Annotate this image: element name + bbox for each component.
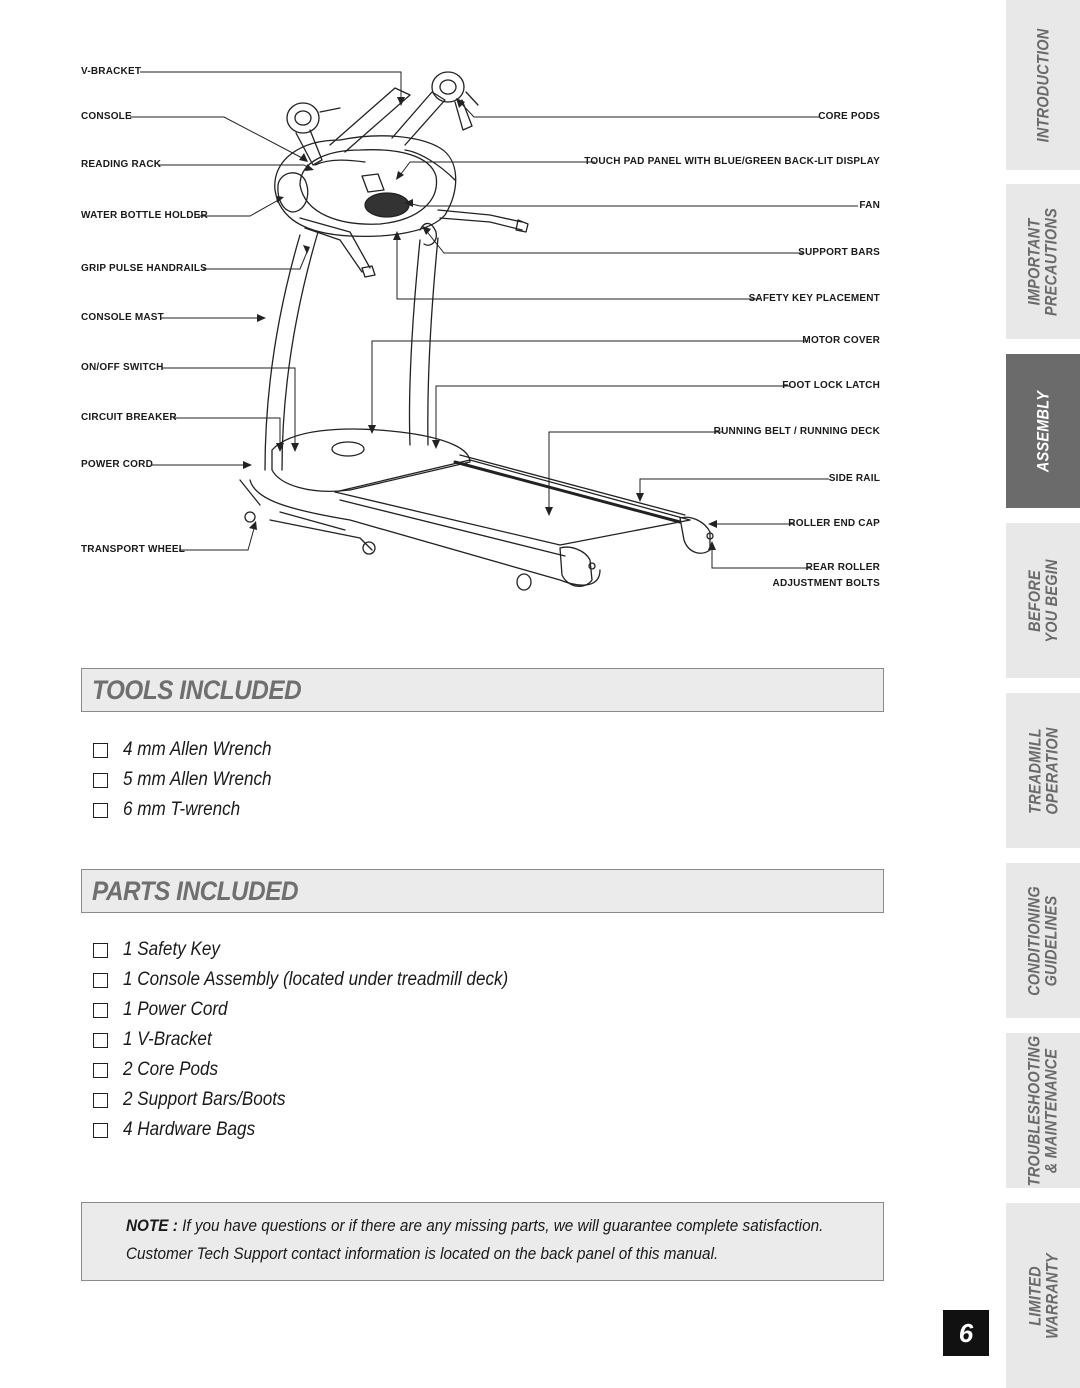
- checkbox[interactable]: [93, 1032, 108, 1048]
- note-text-2: Customer Tech Support contact informatio…: [126, 1244, 719, 1263]
- parts-included-header: PARTS INCLUDED: [81, 869, 884, 913]
- label-running-belt: RUNNING BELT / RUNNING DECK: [713, 426, 880, 437]
- label-adjustment-bolts: ADJUSTMENT BOLTS: [772, 578, 880, 589]
- parts-checklist: 1 Safety Key 1 Console Assembly (located…: [93, 935, 551, 1145]
- label-foot-lock-latch: FOOT LOCK LATCH: [782, 380, 880, 391]
- tools-checklist: 4 mm Allen Wrench 5 mm Allen Wrench 6 mm…: [93, 735, 288, 825]
- label-water-bottle-holder: WATER BOTTLE HOLDER: [81, 210, 208, 221]
- note-text-1: If you have questions or if there are an…: [182, 1216, 824, 1235]
- checkbox[interactable]: [93, 972, 108, 988]
- label-fan: FAN: [859, 200, 880, 211]
- part-item: 2 Support Bars/Boots: [93, 1085, 551, 1115]
- label-core-pods: CORE PODS: [818, 111, 880, 122]
- tool-item: 4 mm Allen Wrench: [93, 735, 288, 765]
- parts-included-title: PARTS INCLUDED: [92, 876, 299, 906]
- treadmill-diagram: V-BRACKET CONSOLE READING RACK WATER BOT…: [0, 0, 1000, 640]
- note-line-2: Customer Tech Support contact informatio…: [126, 1244, 810, 1264]
- tools-included-header: TOOLS INCLUDED: [81, 668, 884, 712]
- label-support-bars: SUPPORT BARS: [798, 247, 880, 258]
- label-safety-key-placement: SAFETY KEY PLACEMENT: [748, 293, 880, 304]
- checkbox[interactable]: [93, 772, 108, 788]
- label-console-mast: CONSOLE MAST: [81, 312, 164, 323]
- part-item: 4 Hardware Bags: [93, 1115, 551, 1145]
- note-label: NOTE :: [126, 1216, 178, 1235]
- tab-assembly[interactable]: ASSEMBLY: [1006, 354, 1080, 508]
- label-transport-wheel: TRANSPORT WHEEL: [81, 544, 186, 555]
- label-console: CONSOLE: [81, 111, 132, 122]
- checkbox[interactable]: [93, 1122, 108, 1138]
- checkbox[interactable]: [93, 742, 108, 758]
- tool-item: 6 mm T-wrench: [93, 795, 288, 825]
- part-item: 1 Safety Key: [93, 935, 551, 965]
- checkbox[interactable]: [93, 1092, 108, 1108]
- label-side-rail: SIDE RAIL: [828, 473, 880, 484]
- label-power-cord: POWER CORD: [81, 459, 153, 470]
- label-touch-pad-panel: TOUCH PAD PANEL WITH BLUE/GREEN BACK-LIT…: [584, 156, 880, 167]
- label-v-bracket: V-BRACKET: [81, 66, 142, 77]
- note-box: NOTE : If you have questions or if there…: [81, 1202, 884, 1281]
- label-rear-roller: REAR ROLLER: [805, 562, 880, 573]
- part-item: 2 Core Pods: [93, 1055, 551, 1085]
- page-number: 6: [943, 1310, 989, 1356]
- part-item: 1 V-Bracket: [93, 1025, 551, 1055]
- checkbox[interactable]: [93, 1062, 108, 1078]
- treadmill-illustration: [130, 71, 858, 591]
- tab-introduction[interactable]: INTRODUCTION: [1006, 0, 1080, 170]
- tool-item: 5 mm Allen Wrench: [93, 765, 288, 795]
- checkbox[interactable]: [93, 1002, 108, 1018]
- label-circuit-breaker: CIRCUIT BREAKER: [81, 412, 177, 423]
- tools-included-title: TOOLS INCLUDED: [92, 675, 302, 705]
- tab-troubleshooting-maintenance[interactable]: TROUBLESHOOTING& MAINTENANCE: [1006, 1033, 1080, 1188]
- label-motor-cover: MOTOR COVER: [802, 335, 880, 346]
- label-grip-pulse-handrails: GRIP PULSE HANDRAILS: [81, 263, 208, 274]
- part-item: 1 Console Assembly (located under treadm…: [93, 965, 551, 995]
- label-on-off-switch: ON/OFF SWITCH: [81, 362, 164, 373]
- label-reading-rack: READING RACK: [81, 159, 162, 170]
- part-item: 1 Power Cord: [93, 995, 551, 1025]
- checkbox[interactable]: [93, 802, 108, 818]
- note-line-1: NOTE : If you have questions or if there…: [126, 1216, 823, 1236]
- label-roller-end-cap: ROLLER END CAP: [788, 518, 880, 529]
- checkbox[interactable]: [93, 942, 108, 958]
